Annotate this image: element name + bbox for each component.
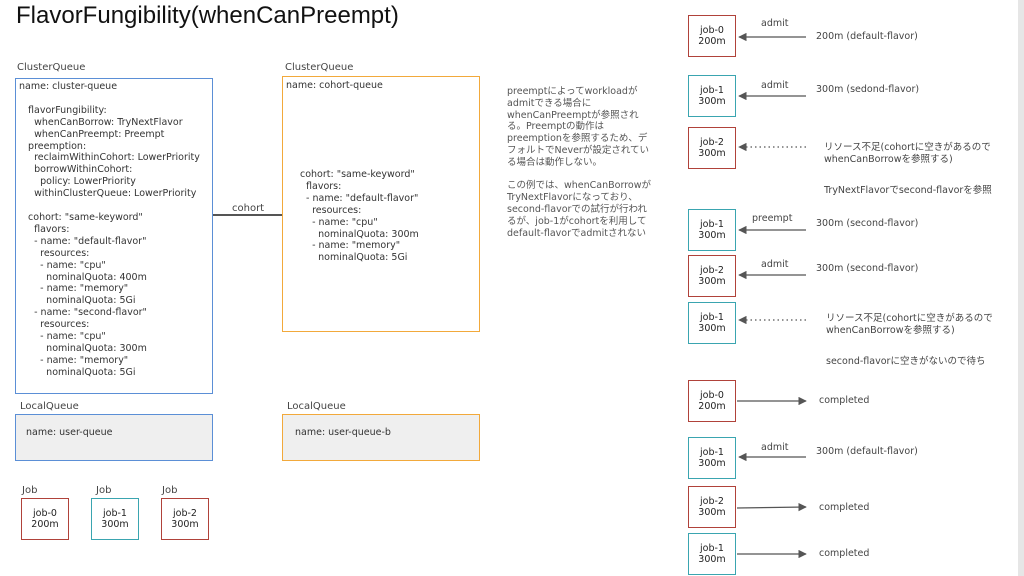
- timeline-text-5: 300m (second-flavor): [816, 218, 919, 229]
- job-label-3: Job: [162, 485, 178, 496]
- timeline-job-1: job-0 200m: [688, 15, 736, 57]
- cohort-queue-spec: cohort: "same-keyword" flavors: - name: …: [300, 169, 419, 264]
- local-queue-label-1: LocalQueue: [20, 401, 79, 412]
- local-queue-label-2: LocalQueue: [287, 401, 346, 412]
- timeline-arrow-label-5: preempt: [752, 213, 793, 224]
- cluster-queue-box: name: cluster-queue flavorFungibility: w…: [15, 78, 213, 394]
- local-queue-box-1: name: user-queue: [15, 414, 213, 461]
- timeline-text-1: 200m (default-flavor): [816, 31, 918, 42]
- timeline-text-7: リソース不足(cohortに空きがあるので whenCanBorrowを参照する…: [826, 313, 993, 336]
- timeline-text-6: 300m (second-flavor): [816, 263, 919, 274]
- job-label-1: Job: [22, 485, 38, 496]
- timeline-text-11: completed: [819, 502, 870, 513]
- timeline-job-9: job-0 200m: [688, 380, 736, 422]
- local-queue-box-2: name: user-queue-b: [282, 414, 480, 461]
- cohort-queue-label: ClusterQueue: [285, 62, 354, 73]
- job-box-3: job-2 300m: [161, 498, 209, 540]
- timeline-job-11: job-2 300m: [688, 486, 736, 528]
- cohort-queue-name: name: cohort-queue: [286, 80, 383, 91]
- explanation-note: preemptによってworkloadが admitできる場合に whenCan…: [507, 86, 651, 239]
- timeline-job-2: job-1 300m: [688, 75, 736, 117]
- page-title: FlavorFungibility(whenCanPreempt): [16, 2, 399, 29]
- timeline-arrow-label-10: admit: [761, 442, 789, 453]
- job-box-2: job-1 300m: [91, 498, 139, 540]
- cohort-queue-box: name: cohort-queue cohort: "same-keyword…: [282, 76, 480, 332]
- timeline-text-3: リソース不足(cohortに空きがあるので whenCanBorrowを参照する…: [824, 142, 991, 165]
- timeline-job-7: job-1 300m: [688, 302, 736, 344]
- timeline-job-12: job-1 300m: [688, 533, 736, 575]
- timeline-arrow-label-1: admit: [761, 18, 789, 29]
- timeline-text-2: 300m (sedond-flavor): [816, 84, 920, 95]
- side-scrollbar[interactable]: [1018, 0, 1024, 576]
- cluster-queue-label: ClusterQueue: [17, 62, 86, 73]
- timeline-text-12: completed: [819, 548, 870, 559]
- timeline-text-9: completed: [819, 395, 870, 406]
- local-queue-name-2: name: user-queue-b: [295, 427, 391, 438]
- job-label-2: Job: [96, 485, 112, 496]
- timeline-text-8: second-flavorに空きがないので待ち: [826, 356, 986, 367]
- timeline-job-10: job-1 300m: [688, 437, 736, 479]
- arrow-job2-completed: [736, 502, 807, 512]
- job-box-1: job-0 200m: [21, 498, 69, 540]
- timeline-arrow-label-6: admit: [761, 259, 789, 270]
- timeline-text-10: 300m (default-flavor): [816, 446, 918, 457]
- cohort-link-label: cohort: [232, 203, 265, 214]
- timeline-job-3: job-2 300m: [688, 127, 736, 169]
- timeline-job-6: job-2 300m: [688, 255, 736, 297]
- timeline-arrow-label-2: admit: [761, 80, 789, 91]
- timeline-text-4: TryNextFlavorでsecond-flavorを参照: [824, 185, 992, 196]
- local-queue-name-1: name: user-queue: [26, 427, 113, 438]
- cohort-link-line: [213, 214, 283, 216]
- cluster-queue-spec: name: cluster-queue flavorFungibility: w…: [19, 81, 200, 378]
- timeline-job-5: job-1 300m: [688, 209, 736, 251]
